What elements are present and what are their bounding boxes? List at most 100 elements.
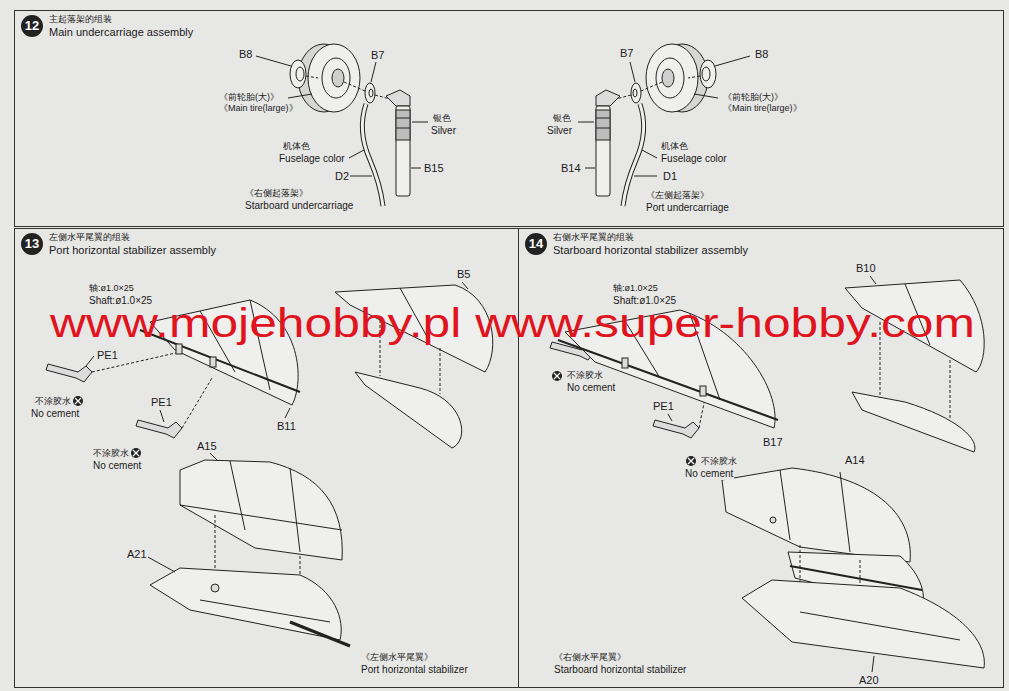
drawing-line [211, 584, 219, 592]
drawing-line [742, 580, 984, 668]
part-label: D2 [334, 170, 350, 183]
drawing-line [872, 656, 874, 672]
part-label: No cement [30, 408, 80, 420]
step-number-circle: 12 [21, 15, 43, 37]
drawing-line [210, 357, 216, 367]
part-label: B8 [754, 48, 769, 61]
drawing-line [852, 392, 975, 452]
part-label: 不涂胶水 [34, 396, 72, 406]
drawing-line [160, 410, 164, 422]
part-label: B14 [560, 162, 582, 175]
part-label: Silver [546, 125, 573, 137]
drawing-line [950, 360, 951, 418]
part-label: 银色 [432, 113, 452, 123]
drawing-line [668, 414, 672, 421]
step-title-chinese: 右侧水平尾翼的组装 [553, 232, 634, 243]
drawing-line [722, 468, 910, 562]
part-label: Port undercarriage [645, 202, 730, 214]
drawing-line [290, 468, 300, 552]
part-label: B7 [619, 47, 634, 60]
step-number-circle: 14 [525, 233, 547, 255]
part-label: 机体色 [660, 141, 689, 151]
drawing-line [355, 372, 462, 448]
part-label: 银色 [552, 113, 572, 123]
part-label: Starboard undercarriage [244, 200, 354, 212]
part-label: 《右侧水平尾翼》 [553, 652, 627, 662]
part-label: Fuselage color [660, 153, 728, 165]
part-label: PE1 [150, 396, 173, 409]
drawing-line [46, 364, 92, 382]
part-label: B11 [276, 420, 297, 433]
part-label: D1 [662, 170, 678, 183]
drawing-line [770, 517, 776, 523]
drawing-line [700, 386, 706, 396]
part-label: A14 [844, 454, 866, 467]
part-label: 轴:ø1.0×25 [612, 283, 659, 293]
part-label: 《Main tire(large)》 [722, 103, 803, 113]
part-label: PE1 [652, 400, 675, 413]
no-cement-icon [686, 456, 696, 466]
part-label: 不涂胶水 [700, 456, 738, 466]
part-label: 《前轮胎(大)》 [722, 92, 784, 102]
drawing-line [200, 600, 330, 622]
part-label: B5 [456, 268, 471, 281]
drawing-line [146, 556, 175, 572]
drawing-line [462, 282, 468, 289]
port-gear [578, 44, 750, 206]
drawing-line [780, 470, 790, 540]
part-label: 机体色 [282, 141, 311, 151]
part-label: A15 [196, 440, 218, 453]
drawing-line [800, 545, 801, 585]
part-label: B7 [370, 49, 385, 62]
step-number: 13 [21, 233, 43, 255]
drawing-line [800, 612, 960, 640]
part-label: 《右侧起落架》 [244, 188, 309, 198]
step-title-english: Port horizontal stabilizer assembly [49, 244, 216, 257]
step-number-circle: 13 [21, 233, 43, 255]
part-label: 《前轮胎(大)》 [218, 92, 280, 102]
drawing-line [210, 453, 218, 461]
no-cement-icon [73, 396, 83, 406]
part-label: B15 [423, 162, 445, 175]
step-title-english: Starboard horizontal stabilizer assembly [553, 244, 748, 257]
part-label: A20 [858, 674, 880, 687]
part-label: 《左侧水平尾翼》 [360, 652, 434, 662]
part-label: B17 [762, 436, 784, 449]
part-label: Starboard horizontal stabilizer [553, 664, 687, 676]
part-label: B10 [855, 262, 877, 275]
drawing-line [180, 505, 342, 530]
part-label: A21 [126, 548, 148, 561]
drawing-line [558, 340, 778, 420]
drawing-line [285, 408, 290, 418]
step-title-english: Main undercarriage assembly [49, 26, 193, 39]
step-number: 14 [525, 233, 547, 255]
drawing-line [180, 460, 342, 560]
drawing-line [230, 461, 245, 530]
part-label: 《左侧起落架》 [645, 190, 710, 200]
drawing-line [622, 358, 628, 368]
part-label: 不涂胶水 [92, 448, 130, 458]
step-number: 12 [21, 15, 43, 37]
part-label: Silver [430, 125, 457, 137]
drawing-line [440, 348, 441, 394]
part-label: No cement [92, 460, 142, 472]
no-cement-icon [131, 448, 141, 458]
step-panel: 右侧水平尾翼的组装Starboard horizontal stabilizer… [518, 228, 1004, 688]
part-label: B8 [238, 48, 253, 61]
drawing-line [150, 568, 341, 640]
step-title-chinese: 主起落架的组装 [49, 14, 112, 25]
drawing-line [86, 356, 94, 366]
starboard-gear [256, 44, 428, 206]
part-label: No cement [684, 468, 734, 480]
drawing-line [136, 420, 182, 438]
step-title-chinese: 左侧水平尾翼的组装 [49, 232, 130, 243]
part-label: 《Main tire(large)》 [218, 103, 299, 113]
drawing-line [290, 622, 350, 646]
no-cement-icon [552, 371, 562, 381]
part-label: 轴:ø1.0×25 [88, 283, 135, 293]
part-label: Port horizontal stabilizer [360, 664, 469, 676]
drawing-line [176, 344, 182, 354]
drawing-line [653, 420, 699, 438]
